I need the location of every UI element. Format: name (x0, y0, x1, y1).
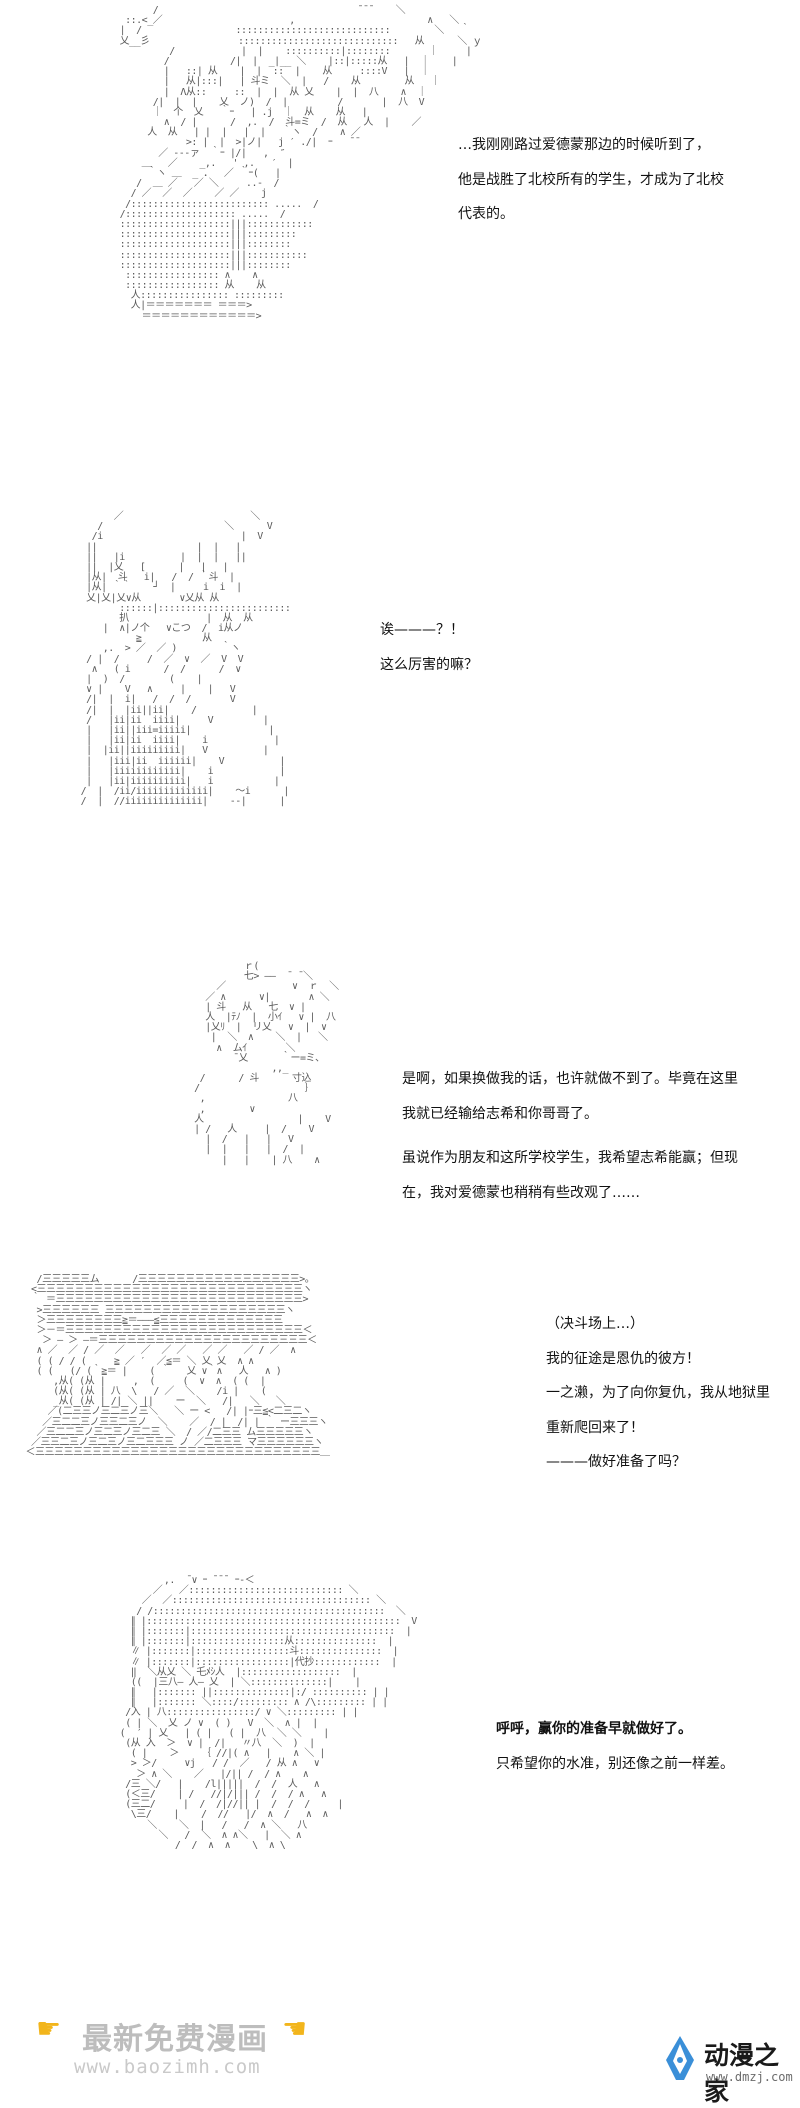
panel-4: /三三三三三ム /三三三三三三三三三三三三三三三三三>。 <三三三三三三三三三三… (0, 1274, 800, 1555)
dialogue-text-block: …我刚刚路过爱德蒙那边的时候听到了， 他是战胜了北校所有的学生，才成为了北校 代… (458, 132, 724, 236)
dialogue-line: （决斗场上…） (546, 1316, 644, 1332)
dialogue-line: 一之濑，为了向你复仇，我从地狱里 (546, 1385, 770, 1402)
ascii-art-figure: /三三三三三ム /三三三三三三三三三三三三三三三三三>。 <三三三三三三三三三三… (25, 1274, 331, 1459)
panel-3: ｒ( 七> —— ̄ ̄ ＼ ／ ∨ ｒ ＼ ／ ∧ ∨| ∧ ＼ | 斗 从 … (0, 961, 800, 1262)
dialogue-line: 代表的。 (458, 206, 514, 223)
dialogue-line: …我刚刚路过爱德蒙那边的时候听到了， (458, 137, 710, 153)
dialogue-line: 是啊，如果换做我的话，也许就做不到了。毕竟在这里 (402, 1071, 738, 1087)
panel-2: ／ ＼ / ＼ V /i | V || | | | || |i | | | ||… (0, 511, 800, 932)
dialogue-line: 他是战胜了北校所有的学生，才成为了北校 (458, 171, 724, 188)
panel-5: ,. ̄ ∨ ｰ ¯¯¯ ｰ‐＜ ／ ／::::::::::::::::::::… (0, 1575, 800, 2076)
watermark-baozimh: ☛ 最新免费漫画 ☚ www.baozimh.com (28, 2010, 328, 2080)
dialogue-line: 我就已经输给志希和你哥哥了。 (402, 1105, 598, 1122)
dialogue-text-block: （决斗场上…） 我的征途是恩仇的彼方！ 一之濑，为了向你复仇，我从地狱里 重新爬… (546, 1311, 770, 1484)
pen-nib-logo-icon (666, 2036, 694, 2080)
dialogue-text-block: 是啊，如果换做我的话，也许就做不到了。毕竟在这里 我就已经输给志希和你哥哥了。 … (402, 1066, 738, 1214)
watermark-title: 最新免费漫画 (82, 2022, 268, 2057)
dialogue-line: 在，我对爱德蒙也稍稍有些改观了…… (402, 1184, 640, 1201)
dialogue-line: 诶———？！ (380, 622, 464, 638)
pointing-hand-icon: ☚ (282, 2012, 308, 2045)
dialogue-line: 我的征途是恩仇的彼方！ (546, 1350, 700, 1367)
ascii-art-figure: ／ ＼ / ＼ V /i | V || | | | || |i | | | ||… (80, 511, 291, 808)
dialogue-line: 虽说作为朋友和这所学校学生，我希望志希能赢；但现 (402, 1150, 738, 1167)
pointing-hand-icon: ☛ (36, 2012, 62, 2045)
watermark-dmzj: 动漫之家 www.dmzj.com (660, 2030, 793, 2106)
watermark-brand: 动漫之家 (704, 2041, 780, 2106)
dialogue-line: 重新爬回来了！ (546, 1419, 644, 1436)
dialogue-text-block: 诶———？！ 这么厉害的嘛？ (380, 617, 478, 686)
ascii-art-figure: ,. ̄ ∨ ｰ ¯¯¯ ｰ‐＜ ／ ／::::::::::::::::::::… (119, 1575, 418, 1851)
ascii-art-figure: ｒ( 七> —— ̄ ̄ ＼ ／ ∨ ｒ ＼ ／ ∧ ∨| ∧ ＼ | 斗 从 … (194, 961, 339, 1166)
panel-1: / ̄ ̄ ̄ ＼ ::.<_／ , ∧ ＼ | / :::::::::::::… (0, 0, 800, 380)
dialogue-line: ———做好准备了吗？ (546, 1454, 686, 1471)
dialogue-text-block: 呼呼，赢你的准备早就做好了。 只希望你的水准，别还像之前一样差。 (496, 1716, 734, 1785)
watermark-url: www.dmzj.com (706, 2070, 793, 2084)
dialogue-line: 这么厉害的嘛？ (380, 656, 478, 673)
dialogue-line: 呼呼，赢你的准备早就做好了。 (496, 1721, 692, 1737)
dialogue-line: 只希望你的水准，别还像之前一样差。 (496, 1755, 734, 1772)
watermark-url: www.baozimh.com (74, 2056, 261, 2078)
ascii-art-figure: / ̄ ̄ ̄ ＼ ::.<_／ , ∧ ＼ | / :::::::::::::… (119, 5, 483, 322)
